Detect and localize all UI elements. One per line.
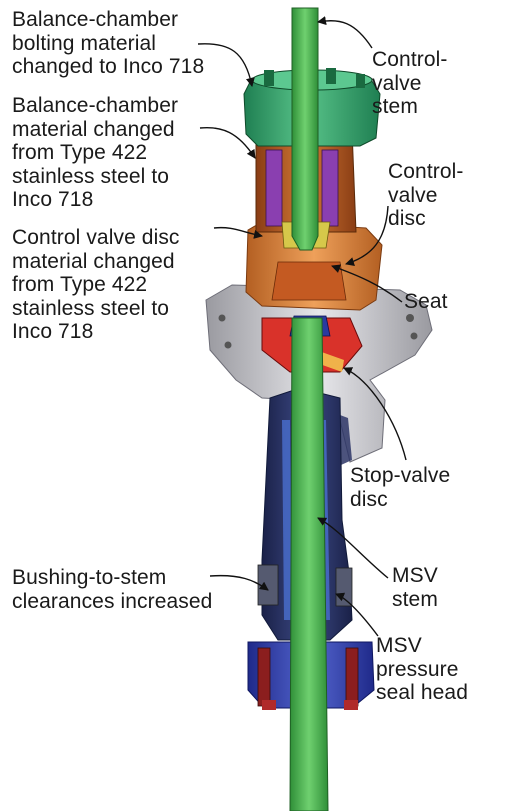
leader-lines — [197, 16, 407, 637]
label-bushing-clearances: Bushing-to-stem clearances increased — [12, 566, 213, 613]
label-msv-pressure-seal-head: MSV pressure seal head — [376, 634, 468, 704]
label-control-disc-material: Control valve disc material changed from… — [12, 226, 180, 343]
label-seat: Seat — [404, 290, 448, 313]
label-stop-valve-disc: Stop-valve disc — [350, 464, 451, 511]
leader-stop-valve-disc — [343, 367, 407, 461]
label-control-valve-disc: Control- valve disc — [388, 160, 464, 230]
leader-balance-bolting — [197, 43, 255, 87]
msv-stem — [289, 317, 329, 811]
label-control-valve-stem: Control- valve stem — [372, 48, 448, 118]
leader-control-disc-material — [213, 226, 263, 239]
leader-msv-stem — [317, 517, 389, 579]
leader-msv-pressure-seal-head — [335, 592, 379, 637]
leader-bushing-clearances — [209, 574, 269, 591]
label-msv-stem: MSV stem — [392, 564, 438, 611]
leader-control-valve-disc — [345, 205, 389, 266]
label-balance-bolting: Balance-chamber bolting material changed… — [12, 8, 205, 78]
label-balance-material: Balance-chamber material changed from Ty… — [12, 94, 179, 211]
control-valve-stem — [291, 7, 319, 251]
control-valve-disc-body — [245, 221, 383, 311]
leader-balance-material — [199, 126, 256, 159]
leader-seat — [331, 264, 403, 303]
leader-control-valve-stem — [317, 16, 373, 49]
